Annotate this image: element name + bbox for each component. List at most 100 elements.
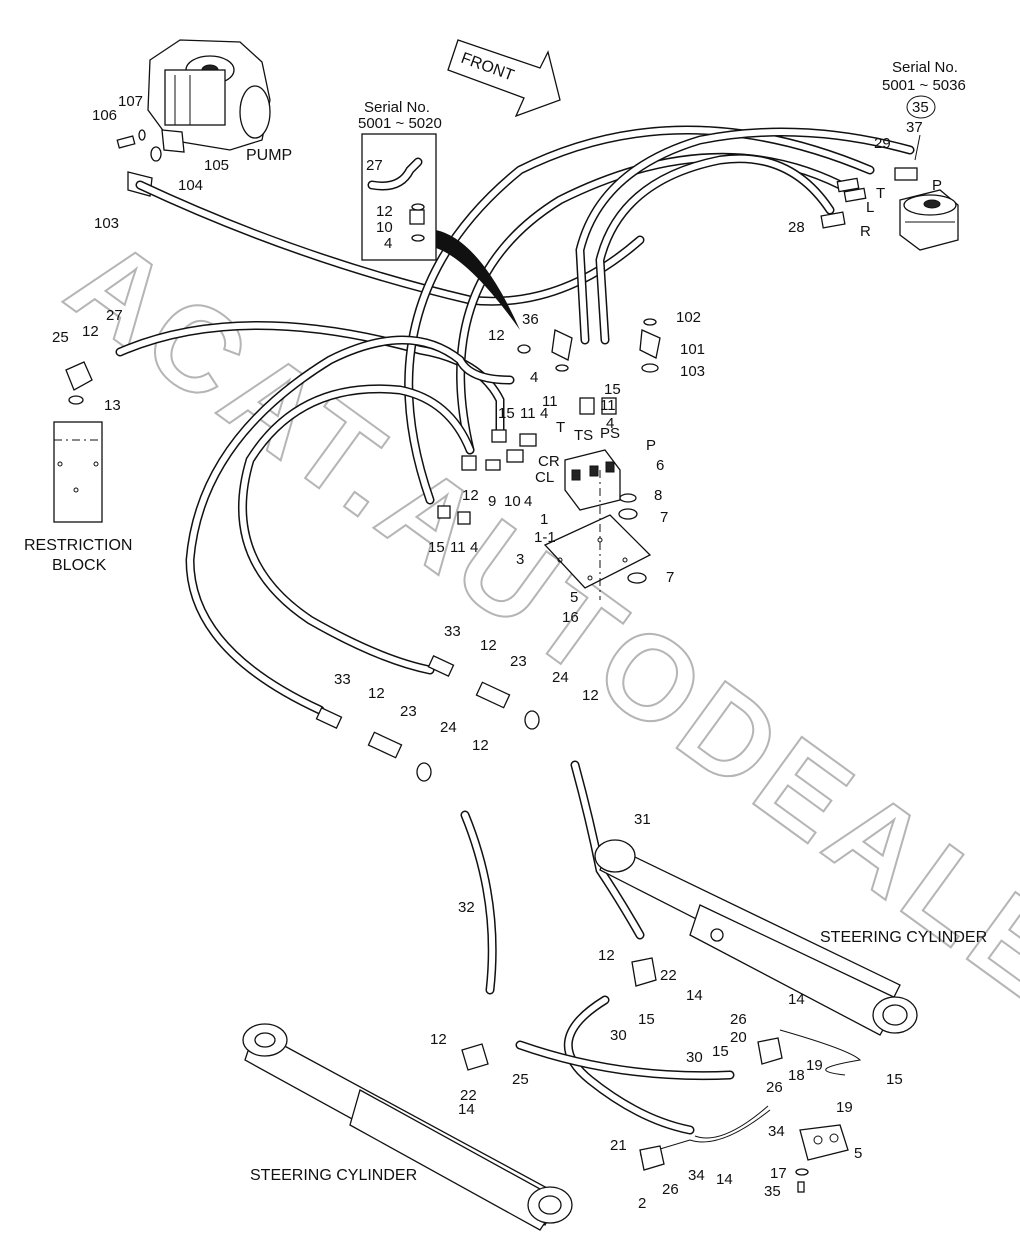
callout-7: 7 <box>666 569 674 586</box>
restriction-block: RESTRICTION BLOCK <box>24 361 132 574</box>
callout-1-1: 1-1 <box>534 529 556 546</box>
front-arrow: FRONT <box>447 39 561 118</box>
middle-couplers <box>315 655 540 782</box>
serial-right-range: 5001 ~ 5036 <box>882 77 966 94</box>
callout-14: 14 <box>788 991 805 1008</box>
callout-12: 12 <box>82 323 99 340</box>
callout-12: 12 <box>488 327 505 344</box>
port-T-unit: T <box>876 185 885 202</box>
callout-106: 106 <box>92 107 117 124</box>
callout-4: 4 <box>530 369 538 386</box>
callout-15: 15 <box>886 1071 903 1088</box>
callout-21: 21 <box>610 1137 627 1154</box>
lower-fittings <box>461 957 849 1193</box>
serial-right-title: Serial No. <box>892 59 958 76</box>
restriction-block-label-1: RESTRICTION <box>24 537 132 554</box>
port-PS: PS <box>600 425 620 442</box>
callout-14: 14 <box>686 987 703 1004</box>
callout-22: 22 <box>460 1087 477 1104</box>
steering-cylinder-right-label: STEERING CYLINDER <box>820 929 987 946</box>
callout-8: 8 <box>654 487 662 504</box>
serial-right-circled: 35 <box>912 99 929 116</box>
callout-23: 23 <box>510 653 527 670</box>
port-CL: CL <box>535 469 554 486</box>
serial-inset-part-2: 12 <box>376 203 393 220</box>
callout-24: 24 <box>552 669 569 686</box>
callout-1: 1 <box>540 511 548 528</box>
serial-right-part: 37 <box>906 119 923 136</box>
port-T: T <box>556 419 565 436</box>
callout-12: 12 <box>462 487 479 504</box>
hoses <box>115 125 915 1135</box>
callout-14: 14 <box>458 1101 475 1118</box>
callout-26: 26 <box>730 1011 747 1028</box>
callout-31: 31 <box>634 811 651 828</box>
callout-34: 34 <box>688 1167 705 1184</box>
callout-33: 33 <box>334 671 351 688</box>
callout-12: 12 <box>480 637 497 654</box>
callout-24: 24 <box>440 719 457 736</box>
callout-107: 107 <box>118 93 143 110</box>
callout-4: 4 <box>540 405 548 422</box>
inset-pointer <box>436 230 520 330</box>
callout-27: 27 <box>106 307 123 324</box>
callout-104: 104 <box>178 177 203 194</box>
port-labels: T TS PS P CR CL P T L R <box>535 177 942 486</box>
callout-28: 28 <box>788 219 805 236</box>
callout-4: 4 <box>606 415 614 432</box>
port-TS: TS <box>574 427 593 444</box>
callout-103: 103 <box>94 215 119 232</box>
callout-11: 11 <box>542 393 558 410</box>
callout-26: 26 <box>766 1079 783 1096</box>
callout-2: 2 <box>638 1195 646 1212</box>
callout-29: 29 <box>874 135 891 152</box>
steering-cylinder-left: STEERING CYLINDER <box>242 1023 573 1231</box>
callout-12: 12 <box>430 1031 447 1048</box>
callout-9: 9 <box>488 493 496 510</box>
callout-30: 30 <box>686 1049 703 1066</box>
callout-15: 15 <box>712 1043 729 1060</box>
callout-23: 23 <box>400 703 417 720</box>
callout-22: 22 <box>660 967 677 984</box>
callout-11: 11 <box>600 397 616 414</box>
port-CR: CR <box>538 453 560 470</box>
port-P: P <box>646 437 656 454</box>
valve-fittings <box>437 318 661 525</box>
port-R-unit: R <box>860 223 871 240</box>
steering-unit <box>899 189 959 251</box>
callout-105: 105 <box>204 157 229 174</box>
callout-12: 12 <box>582 687 599 704</box>
serial-inset-range: 5001 ~ 5020 <box>358 115 442 132</box>
callout-19: 19 <box>806 1057 823 1074</box>
callout-16: 16 <box>562 609 579 626</box>
callout-102: 102 <box>676 309 701 326</box>
serial-inset-part-3: 10 <box>376 219 393 236</box>
callout-26: 26 <box>662 1181 679 1198</box>
manifold-block-2 <box>799 1124 849 1161</box>
restriction-block-label-2: BLOCK <box>52 557 107 574</box>
callout-101: 101 <box>680 341 705 358</box>
callout-20: 20 <box>730 1029 747 1046</box>
callout-7: 7 <box>660 509 668 526</box>
callout-15: 15 <box>638 1011 655 1028</box>
steering-cylinder-left-label: STEERING CYLINDER <box>250 1167 417 1184</box>
priority-valve <box>543 449 652 600</box>
pump-label: PUMP <box>246 147 292 164</box>
callout-33: 33 <box>444 623 461 640</box>
callout-10: 10 <box>504 493 521 510</box>
callout-11: 11 <box>450 539 466 556</box>
callout-35: 35 <box>764 1183 781 1200</box>
callout-32: 32 <box>458 899 475 916</box>
callout-13: 13 <box>104 397 121 414</box>
callout-3: 3 <box>516 551 524 568</box>
port-P-unit: P <box>932 177 942 194</box>
callout-25: 25 <box>52 329 69 346</box>
callout-12: 12 <box>368 685 385 702</box>
serial-right: Serial No. 5001 ~ 5036 35 37 <box>882 59 966 161</box>
serial-inset: Serial No. 5001 ~ 5020 27 12 10 4 <box>358 99 520 330</box>
upper-right-fittings <box>820 167 918 229</box>
callout-11: 11 <box>520 405 536 422</box>
callout-15: 15 <box>428 539 445 556</box>
callout-12: 12 <box>598 947 615 964</box>
